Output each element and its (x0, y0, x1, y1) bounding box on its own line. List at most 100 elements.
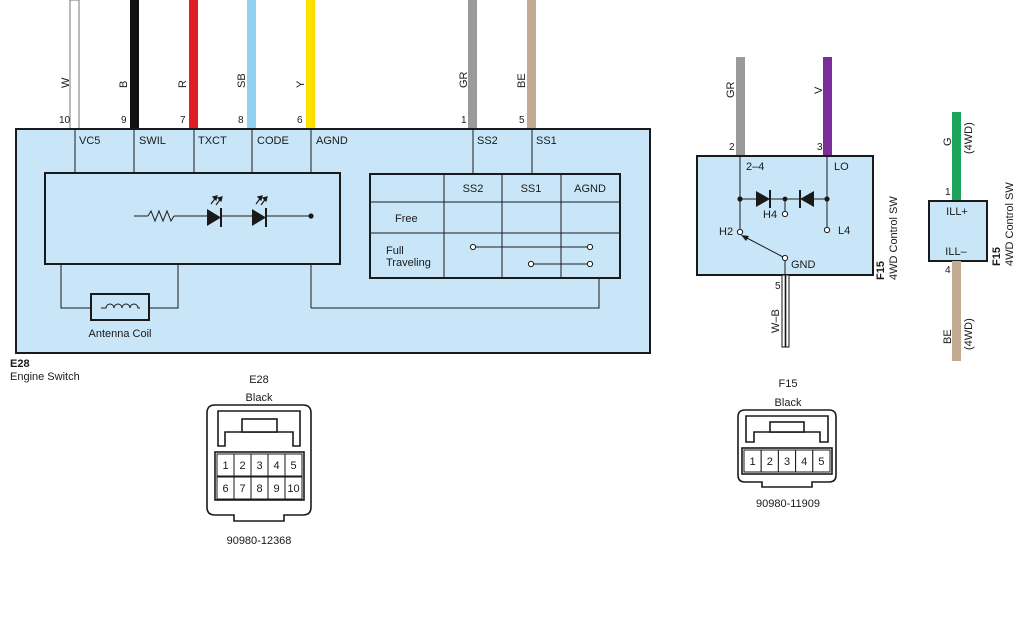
f15-pin-cell-5: 5 (818, 456, 824, 468)
f15-pin-cell-1: 1 (750, 456, 756, 468)
e28-term-vc5: VC5 (79, 135, 100, 147)
f15-term-h2: H2 (719, 226, 733, 238)
f15-wire-wb-color: W–B (770, 309, 782, 333)
f15-name-label: 4WD Control SW (888, 196, 900, 280)
f15-pin-2: 2 (729, 142, 735, 153)
f15-ill-wire-g-color: G (942, 137, 954, 146)
f15-part-number: 90980-11909 (756, 498, 820, 510)
e28-pin-cell-1: 1 (222, 460, 228, 472)
e28-wire-be-color: BE (516, 73, 528, 88)
table-row-free: Free (395, 213, 418, 225)
e28-name-label: Engine Switch (10, 371, 80, 383)
table-row-full-line2: Traveling (386, 257, 431, 269)
f15-wire-v-color: V (813, 86, 825, 94)
f15-connector-code: F15 (779, 378, 798, 390)
e28-wire-y-color: Y (295, 80, 307, 88)
e28-engine-switch: W 10 B 9 R 7 SB 8 Y 6 GR 1 (10, 0, 651, 383)
f15-4wd-control-sw: GR 2 V 3 2–4 LO H4 H2 L4 GND (696, 57, 900, 348)
f15-pin-cell-2: 2 (767, 456, 773, 468)
e28-term-txct: TXCT (198, 135, 227, 147)
e28-pin-9: 9 (121, 115, 127, 126)
e28-wire-gr: GR 1 (458, 0, 477, 129)
f15-wire-gr-color: GR (725, 81, 737, 98)
f15-ill-term-minus: ILL– (945, 246, 967, 258)
f15-ill-wire-g-sub: (4WD) (963, 122, 975, 154)
e28-term-code: CODE (257, 135, 289, 147)
diode-h4-right-symbol (800, 191, 814, 207)
e28-pin-cell-4: 4 (273, 460, 279, 472)
e28-pin-cell-5-cell (284, 453, 303, 477)
e28-pin-6: 6 (297, 115, 303, 126)
f15-pin-3: 3 (817, 142, 823, 153)
e28-term-swil: SWIL (139, 135, 166, 147)
e28-pin-8: 8 (238, 115, 244, 126)
e28-pin-cell-9: 9 (273, 483, 279, 495)
f15-ill-pin-4: 4 (945, 265, 951, 276)
f15-ill-name-label: 4WD Control SW (1004, 182, 1016, 266)
f15-pin-cell-4: 4 (801, 456, 807, 468)
e28-wire-b: B 9 (118, 0, 139, 129)
f15-code-label: F15 (875, 261, 887, 280)
e28-wire-w-color: W (60, 77, 72, 88)
f15-ill-wire-be-color: BE (942, 329, 954, 344)
e28-term-ss1: SS1 (536, 135, 557, 147)
e28-switch-table (369, 173, 621, 279)
table-header-agnd: AGND (574, 183, 606, 195)
f15-pin-cell-5-cell (812, 449, 831, 473)
antenna-coil-box (90, 293, 150, 321)
table-header-ss1: SS1 (521, 183, 542, 195)
f15-connector-color: Black (775, 397, 802, 409)
e28-inner-module (44, 172, 341, 265)
table-header-ss2: SS2 (463, 183, 484, 195)
e28-pin-cell-7: 7 (239, 483, 245, 495)
f15-term-lo: LO (834, 161, 849, 173)
e28-pin-5: 5 (519, 115, 525, 126)
e28-pin-cell-6: 6 (222, 483, 228, 495)
led-2-symbol (252, 209, 266, 226)
e28-pin-cell-10-cell (284, 476, 303, 500)
e28-pin-cell-2: 2 (239, 460, 245, 472)
e28-pin-1: 1 (461, 115, 467, 126)
e28-part-number: 90980-12368 (227, 535, 292, 547)
antenna-coil-label: Antenna Coil (89, 328, 152, 340)
e28-term-ss2: SS2 (477, 135, 498, 147)
resistor-symbol (147, 209, 175, 223)
e28-wire-be: BE 5 (516, 0, 536, 129)
e28-pin-cell-10: 10 (287, 483, 299, 495)
led-emission-icon (210, 195, 268, 206)
e28-connector-code: E28 (249, 374, 269, 386)
e28-pin-cell-8: 8 (256, 483, 262, 495)
f15-ill-wire-be-sub: (4WD) (963, 318, 975, 350)
e28-pin-cell-3: 3 (256, 460, 262, 472)
e28-wire-sb: SB 8 (236, 0, 256, 129)
f15-ill-pin-1: 1 (945, 187, 951, 198)
e28-wire-r: R 7 (177, 0, 198, 129)
f15-term-2-4: 2–4 (746, 161, 764, 173)
diode-h4-left-symbol (756, 191, 770, 207)
table-row-full-line1: Full (386, 245, 404, 257)
e28-connector-color: Black (246, 392, 273, 404)
coil-icon (101, 303, 140, 309)
f15-ill-code-label: F15 (991, 247, 1003, 266)
e28-pin-10: 10 (59, 115, 71, 126)
f15-term-gnd: GND (791, 259, 816, 271)
led-1-symbol (207, 209, 221, 226)
f15-pin-5: 5 (775, 281, 781, 292)
e28-wire-y: Y 6 (295, 0, 315, 129)
e28-term-agnd: AGND (316, 135, 348, 147)
f15-ill-body (928, 200, 988, 262)
e28-code-label: E28 (10, 358, 30, 370)
f15-ill-term-plus: ILL+ (946, 206, 968, 218)
e28-wire-w: W 10 (59, 0, 80, 130)
e28-wire-gr-color: GR (458, 71, 470, 88)
e28-wire-r-color: R (177, 80, 189, 88)
f15-term-l4: L4 (838, 225, 850, 237)
f15-pin-cell-3: 3 (784, 456, 790, 468)
e28-wire-sb-color: SB (236, 73, 248, 88)
f15-term-h4: H4 (763, 209, 777, 221)
